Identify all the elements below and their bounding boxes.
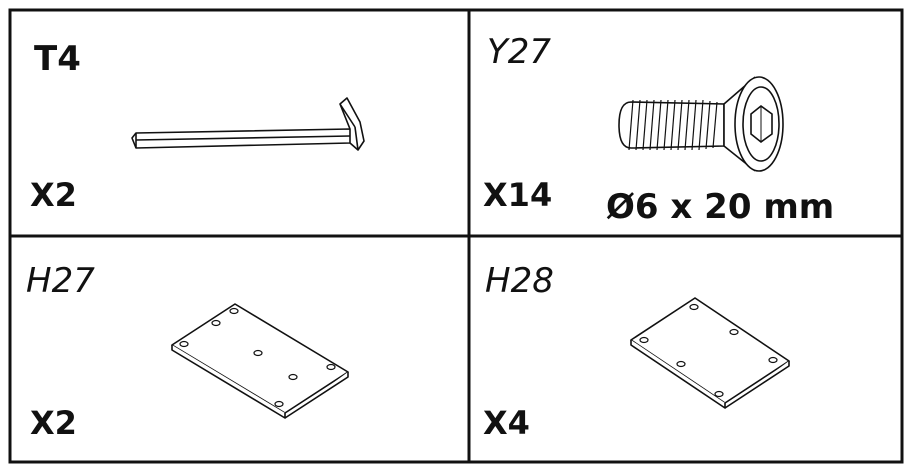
hex-key-icon	[131, 97, 365, 151]
part-code: T4	[34, 39, 81, 79]
part-quantity: X14	[483, 176, 553, 214]
part-cell-h28: H28 X4	[469, 236, 902, 462]
part-cell-h27: H27 X2	[10, 236, 469, 462]
screw-dimension: Ø6 x 20 mm	[606, 187, 835, 227]
part-cell-t4: T4 X2	[10, 10, 469, 236]
part-quantity: X2	[30, 176, 77, 214]
part-code: H27	[26, 261, 95, 301]
mounting-plate-6-hole-icon	[171, 303, 349, 419]
part-cell-y27: Y27	[469, 10, 902, 236]
mounting-plate-5-hole-icon	[630, 297, 790, 409]
part-quantity: X2	[30, 404, 77, 442]
part-code: Y27	[487, 32, 552, 72]
countersunk-hex-screw-icon	[618, 76, 784, 172]
part-quantity: X4	[483, 404, 530, 442]
part-code: H28	[485, 261, 554, 301]
